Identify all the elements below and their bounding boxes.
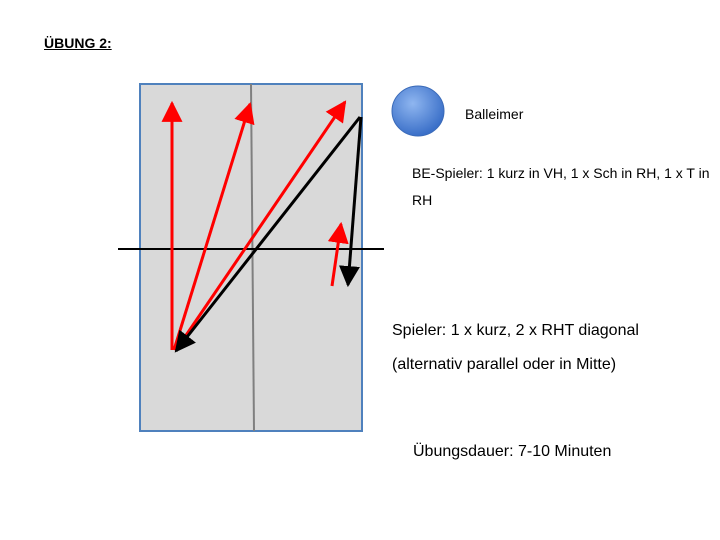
spieler-line-2: (alternativ parallel oder in Mitte) xyxy=(392,356,617,373)
red-arrow-3 xyxy=(174,100,347,351)
spieler-line-1: Spieler: 1 x kurz, 2 x RHT diagonal xyxy=(392,322,639,339)
table-center-line xyxy=(250,83,255,432)
black-arrow-diagonal xyxy=(174,116,362,353)
exercise-title: ÜBUNG 2: xyxy=(44,35,112,51)
balleimer-label: Balleimer xyxy=(465,106,524,122)
black-arrow-short xyxy=(338,116,363,288)
be-spieler-text: BE-Spieler: 1 kurz in VH, 1 x Sch in RH,… xyxy=(412,165,710,208)
uebungsdauer-text: Übungsdauer: 7-10 Minuten xyxy=(413,443,612,460)
ball-bucket-icon xyxy=(391,85,445,137)
red-arrow-4 xyxy=(327,221,349,287)
red-arrow-2 xyxy=(172,101,255,351)
